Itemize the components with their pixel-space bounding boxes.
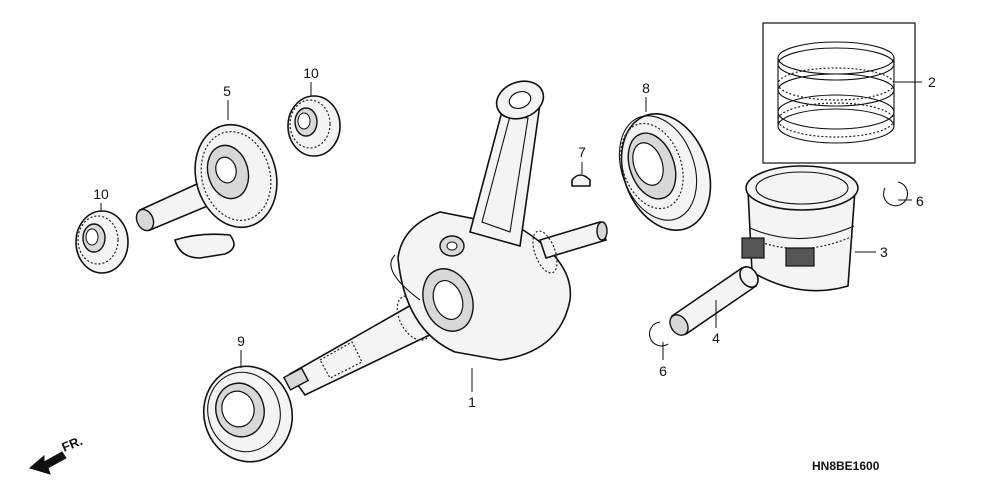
callout-4: 4 [712, 330, 720, 346]
piston-pin[interactable] [666, 263, 762, 338]
balancer-shaft[interactable] [133, 115, 288, 259]
crankshaft-bearing-large[interactable] [606, 101, 726, 242]
crankshaft-oil-seal[interactable] [193, 356, 303, 472]
front-arrow-icon [28, 451, 67, 475]
callout-2: 2 [928, 74, 936, 90]
front-direction-indicator: FR. [28, 433, 85, 475]
crankshaft-assembly[interactable] [282, 75, 608, 397]
callout-5: 5 [223, 83, 231, 99]
callout-10-upper: 10 [303, 65, 319, 81]
ring-set-frame [762, 22, 916, 164]
piston-pin-clip-left[interactable] [648, 321, 669, 347]
callout-9: 9 [237, 333, 245, 349]
piston[interactable] [741, 165, 859, 292]
balancer-bearing-lower[interactable] [75, 210, 129, 274]
balancer-bearing-upper[interactable] [287, 95, 341, 157]
piston-pin-clip-right[interactable] [882, 181, 909, 207]
front-label: FR. [60, 433, 85, 455]
diagram-code: HN8BE1600 [812, 459, 880, 473]
callout-1: 1 [468, 394, 476, 410]
callout-3: 3 [880, 244, 888, 260]
leader-lines [100, 81, 922, 392]
callout-8: 8 [642, 80, 650, 96]
callout-10-lower: 10 [93, 186, 109, 202]
callout-7: 7 [578, 144, 586, 160]
piston-ring-set[interactable] [762, 22, 916, 164]
callout-6-left: 6 [659, 363, 667, 379]
callout-6-right: 6 [916, 193, 924, 209]
woodruff-key[interactable] [571, 174, 591, 187]
